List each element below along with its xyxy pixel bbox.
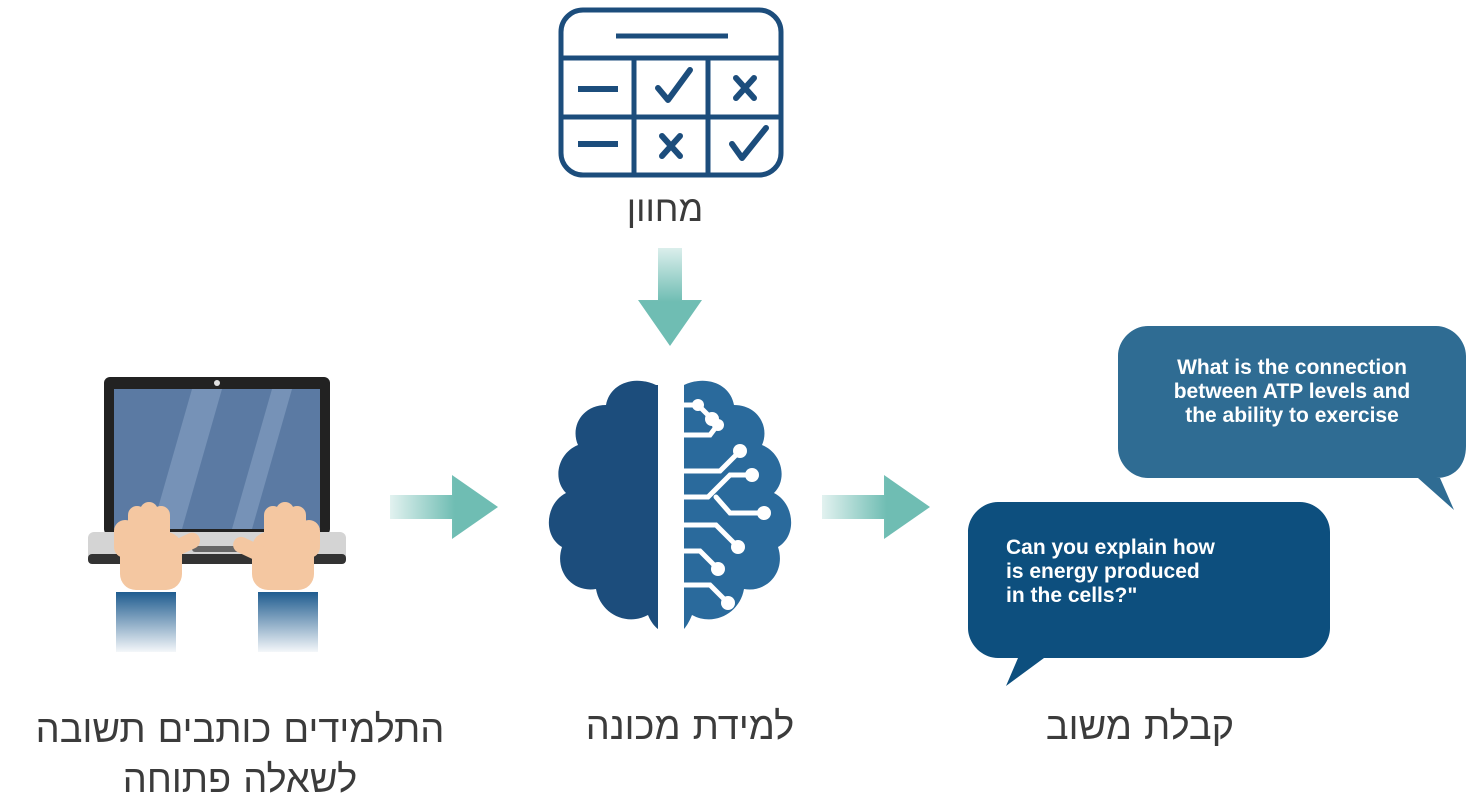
rubric-label: מחוון: [626, 189, 704, 230]
machine-learning-label: למידת מכונה: [585, 704, 795, 748]
question-upper-line3: the ability to exercise: [1185, 404, 1399, 427]
right-arrow-icon-2: [822, 475, 930, 539]
laptop-typing-icon: [88, 377, 346, 652]
students-label: התלמידים כותבים תשובה לשאלה פתוחה: [0, 704, 480, 804]
speech-bubble-upper: [1118, 326, 1466, 510]
question-lower-line1: Can you explain how: [1006, 536, 1215, 559]
question-lower: Can you explain how is energy produced i…: [1006, 536, 1296, 608]
feedback-label: קבלת משוב: [1045, 704, 1235, 748]
students-label-line1: התלמידים כותבים תשובה: [35, 707, 445, 751]
question-lower-line3: in the cells?": [1006, 584, 1138, 607]
rubric-table-icon: [558, 7, 784, 178]
question-lower-line2: is energy produced: [1006, 560, 1200, 583]
students-label-line2: לשאלה פתוחה: [122, 757, 358, 801]
down-arrow-icon: [638, 248, 702, 346]
question-upper-line1: What is the connection: [1177, 356, 1407, 379]
speech-bubble-lower: [968, 502, 1330, 686]
question-upper: What is the connection between ATP level…: [1132, 356, 1452, 428]
right-arrow-icon: [390, 475, 498, 539]
question-upper-line2: between ATP levels and: [1173, 380, 1411, 403]
brain-circuit-icon: [548, 380, 792, 629]
